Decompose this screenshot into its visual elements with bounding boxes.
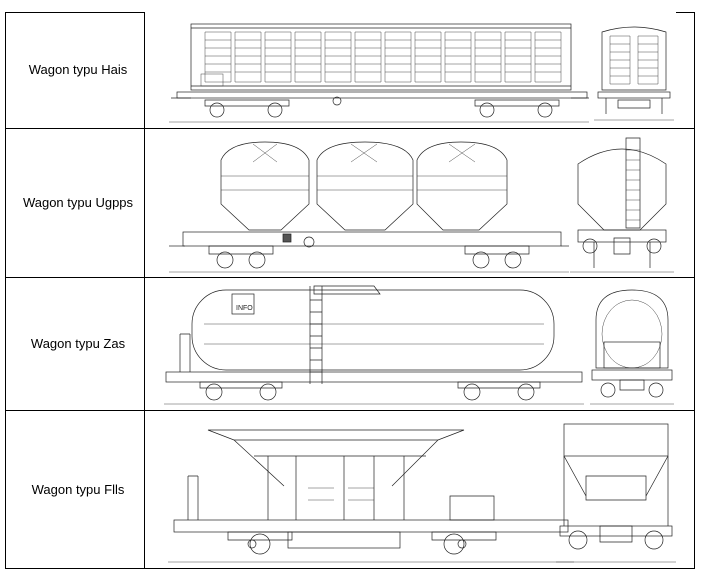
table-right-border	[694, 12, 695, 569]
table-top-border-right	[676, 12, 695, 13]
row-label-flls: Wagon typu Flls	[31, 481, 125, 497]
table-top-border	[5, 12, 145, 13]
tank-wagon-end-drawing	[590, 289, 674, 405]
row-divider	[5, 410, 695, 411]
hopper-silo-side-drawing	[169, 141, 569, 273]
row-divider	[5, 277, 695, 278]
row-divider	[5, 128, 695, 129]
row-label-hais: Wagon typu Hais	[28, 62, 128, 77]
open-hopper-side-drawing	[168, 429, 574, 563]
boxcar-end-drawing	[594, 26, 674, 121]
column-divider	[144, 12, 145, 569]
boxcar-side-drawing	[169, 23, 589, 123]
table-left-border	[5, 12, 6, 569]
row-label-zas: Wagon typu Zas	[30, 336, 126, 351]
row-label-ugpps: Wagon typu Ugpps	[22, 195, 134, 210]
open-hopper-end-drawing	[556, 423, 676, 563]
info-stamp-text: INFO	[236, 305, 253, 312]
table-bottom-border	[5, 568, 695, 569]
hopper-silo-end-drawing	[570, 137, 674, 273]
tank-wagon-side-drawing: INFO	[164, 285, 584, 405]
wagon-types-table: Wagon typu Hais Wagon typu Ugpps Wagon t…	[4, 12, 695, 569]
